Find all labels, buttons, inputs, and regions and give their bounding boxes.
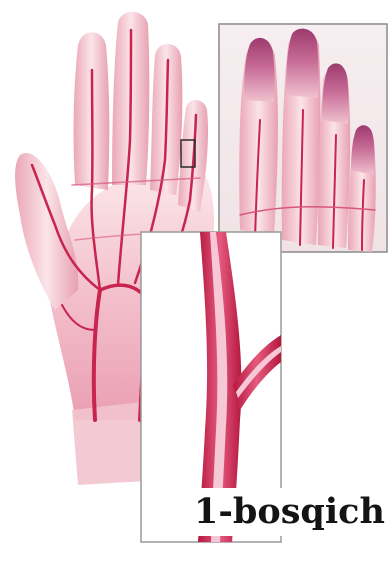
inset-finger-2-tip — [286, 29, 319, 98]
stage-caption: 1-bosqich — [190, 488, 391, 536]
fingertip-inset — [219, 24, 387, 252]
